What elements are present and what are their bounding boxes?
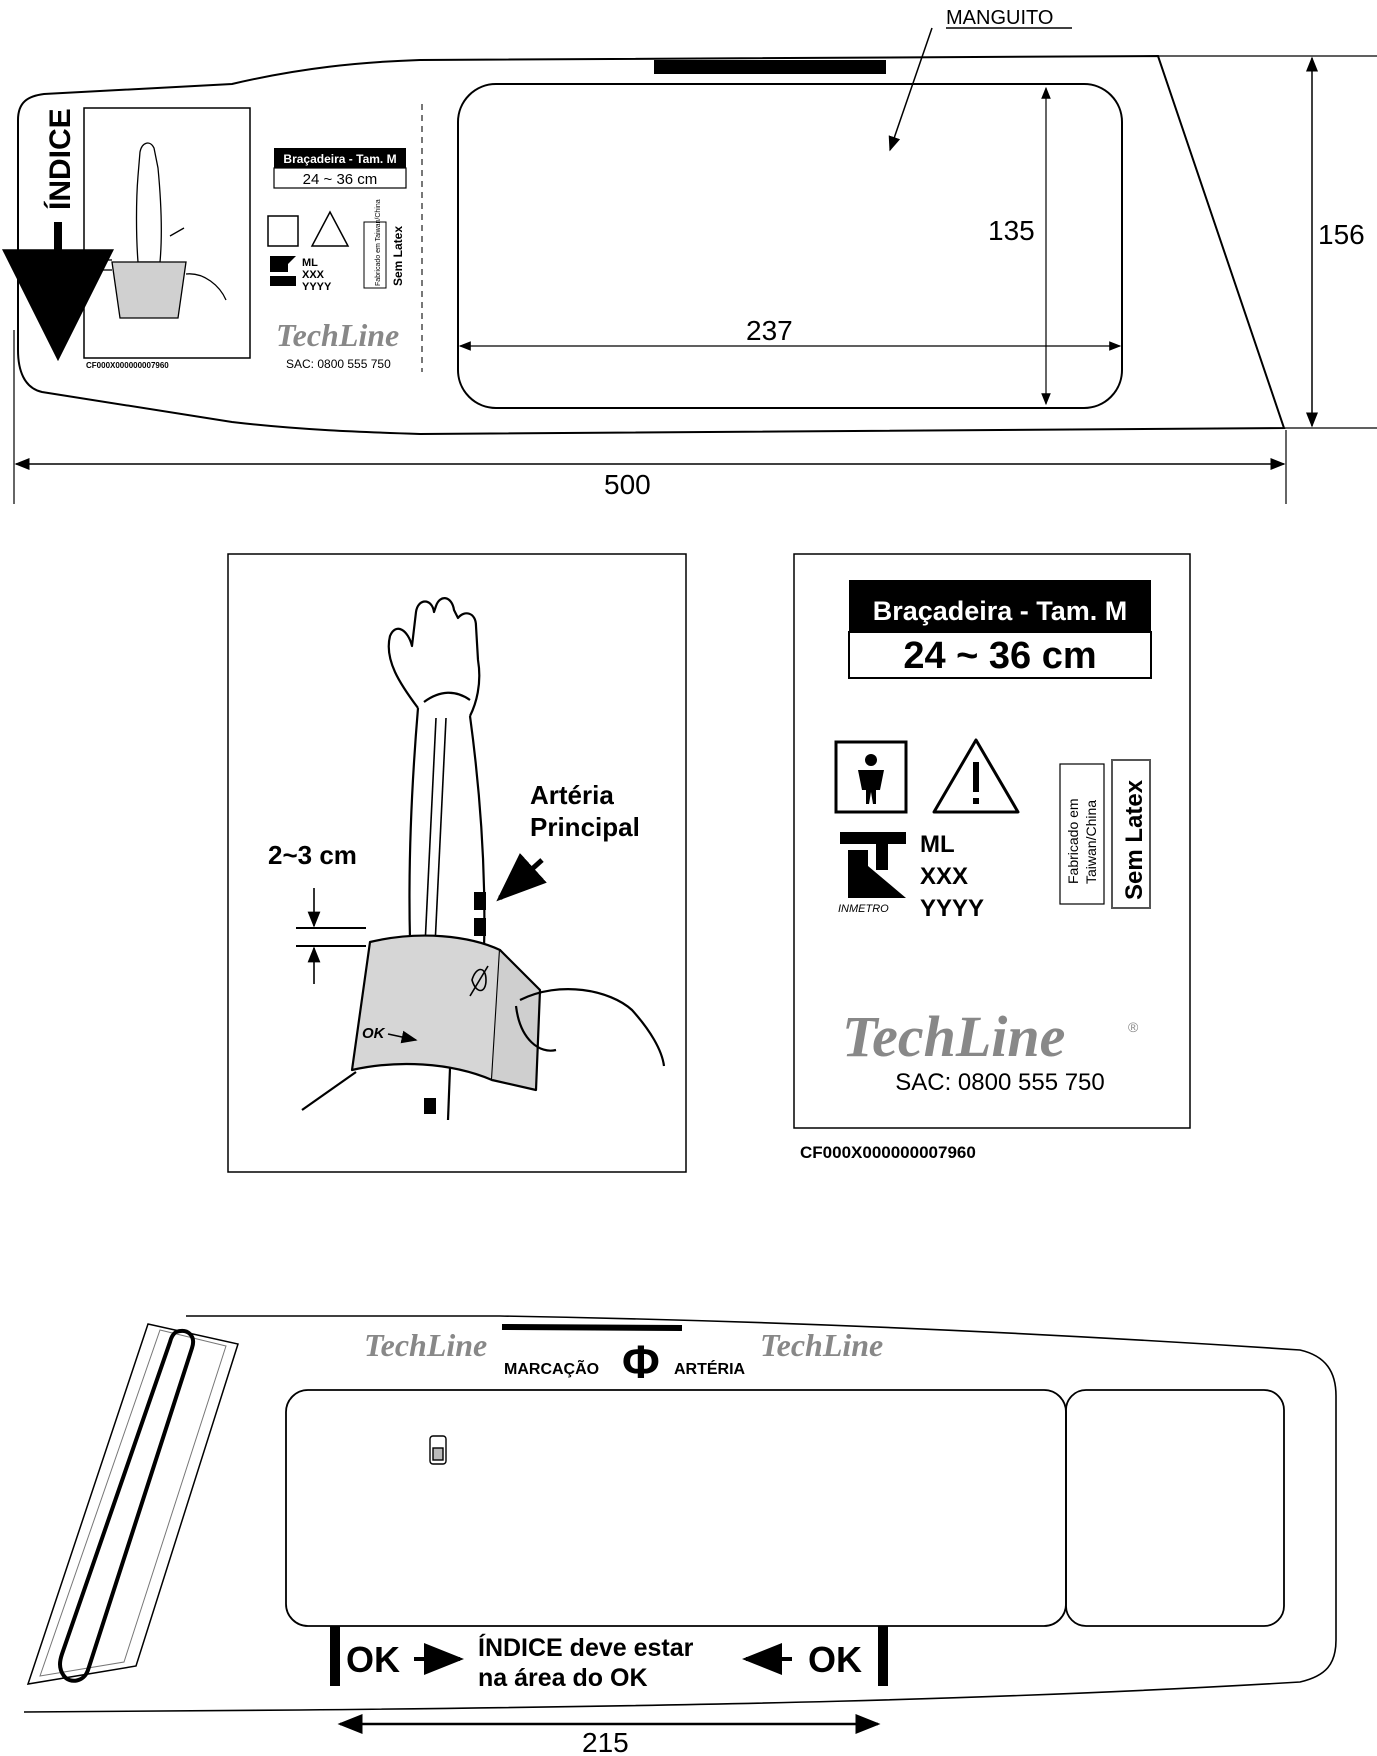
label-code2: YYYY <box>920 895 984 922</box>
label-size-box <box>848 631 1152 679</box>
detail-instruction-panel: OK 2~3 cm Artéria Principal <box>227 553 687 1173</box>
small-label-code2: YYYY <box>302 281 332 293</box>
ok-zone-left-bar <box>330 1626 340 1686</box>
bottom-brand-left: TechLine <box>364 1327 487 1363</box>
ok-right: OK <box>808 1639 862 1680</box>
label-title-bg <box>849 580 1151 632</box>
bottom-cuff-outline <box>23 1315 1337 1713</box>
origin-box <box>1059 763 1105 905</box>
tube-connector-icon <box>429 1435 447 1465</box>
small-latex: Sem Latex <box>391 226 405 286</box>
artery-label-line1: Artéria <box>530 780 614 810</box>
small-label-model: ML <box>302 257 318 269</box>
dim-215-label: 215 <box>582 1727 629 1756</box>
cuff-shape <box>350 934 502 1082</box>
cuff-ok-text: OK <box>362 1025 386 1042</box>
bottom-bladder-main <box>285 1389 1067 1627</box>
dim-237-label: 237 <box>746 315 793 346</box>
dim-135-label: 135 <box>988 215 1035 246</box>
small-label-title-bg <box>274 148 406 168</box>
bottom-cuff-view: TechLine MARCAÇÃO Φ ARTÉRIA TechLine OK … <box>23 1315 1337 1756</box>
small-label-size-box <box>273 167 407 189</box>
small-label-title: Braçadeira - Tam. M <box>283 152 396 166</box>
brand-registered: ® <box>1128 1019 1139 1035</box>
index-label: ÍNDICE <box>43 108 77 210</box>
origin-line1: Fabricado em <box>1065 798 1081 884</box>
small-label-sac: SAC: 0800 555 750 <box>286 357 391 371</box>
dim-500-label: 500 <box>604 469 651 500</box>
instruction-frame <box>227 553 687 1173</box>
origin-line2: Taiwan/China <box>1083 800 1099 884</box>
inmetro-icon <box>840 832 906 898</box>
dim-156-label: 156 <box>1318 219 1365 250</box>
ok-left: OK <box>346 1639 400 1680</box>
small-warning-icon <box>310 210 350 247</box>
distance-label: 2~3 cm <box>268 840 357 870</box>
latex-text: Sem Latex <box>1121 779 1148 900</box>
detail-label-panel: Braçadeira - Tam. M 24 ~ 36 cm INMETRO M… <box>793 553 1191 1162</box>
inmetro-text: INMETRO <box>838 903 889 915</box>
top-black-strip <box>654 60 886 74</box>
small-label-size: 24 ~ 36 cm <box>303 171 378 188</box>
label-size: 24 ~ 36 cm <box>903 635 1096 677</box>
small-label-code1: XXX <box>302 269 325 281</box>
brand-logo: TechLine <box>842 1004 1065 1069</box>
small-origin-box <box>363 221 387 289</box>
small-person-icon <box>267 215 299 247</box>
warning-icon <box>932 738 1020 814</box>
cuff-ok-arrow <box>387 1030 418 1044</box>
top-cuff-view: MANGUITO ÍNDICE CF000X000000007960 Braça… <box>2 7 1377 504</box>
mark-symbol: Φ <box>622 1336 660 1388</box>
small-origin: Fabricado em Taiwan/China <box>375 199 382 286</box>
label-title: Braçadeira - Tam. M <box>873 596 1128 626</box>
bodytype-person-icon <box>834 740 908 814</box>
label-serial: CF000X000000007960 <box>800 1143 976 1162</box>
arm-drawing <box>301 597 666 1121</box>
index-instruction-line1: ÍNDICE deve estar <box>478 1633 694 1662</box>
small-brand-logo: TechLine <box>276 317 399 353</box>
latex-box <box>1111 759 1151 909</box>
thumb-arm-drawing <box>98 142 227 319</box>
bladder-outline <box>457 83 1123 409</box>
artery-label-line2: Principal <box>530 812 640 842</box>
mark-right-text: ARTÉRIA <box>674 1359 746 1378</box>
small-label: Braçadeira - Tam. M 24 ~ 36 cm ML XXX YY… <box>267 148 407 371</box>
cuff-outline <box>17 54 1286 436</box>
bottom-black-strip <box>501 1324 683 1331</box>
artery-arrow <box>496 852 547 902</box>
label-code1: XXX <box>920 863 968 890</box>
label-sac: SAC: 0800 555 750 <box>895 1069 1105 1096</box>
mark-left-text: MARCAÇÃO <box>504 1358 599 1378</box>
bottom-brand-right: TechLine <box>760 1327 883 1363</box>
index-instruction-line2: na área do OK <box>478 1664 648 1692</box>
label-model: ML <box>920 831 955 858</box>
bottom-bladder-small <box>1065 1389 1285 1627</box>
small-inmetro-icon <box>270 256 296 286</box>
manguito-leader <box>888 27 933 152</box>
label-frame <box>793 553 1191 1129</box>
thumb-serial: CF000X000000007960 <box>86 361 169 370</box>
thumb-instruction-frame <box>83 107 251 359</box>
folded-flap <box>26 1323 239 1685</box>
ok-zone-right-bar <box>878 1626 888 1686</box>
manguito-callout: MANGUITO <box>946 7 1053 29</box>
